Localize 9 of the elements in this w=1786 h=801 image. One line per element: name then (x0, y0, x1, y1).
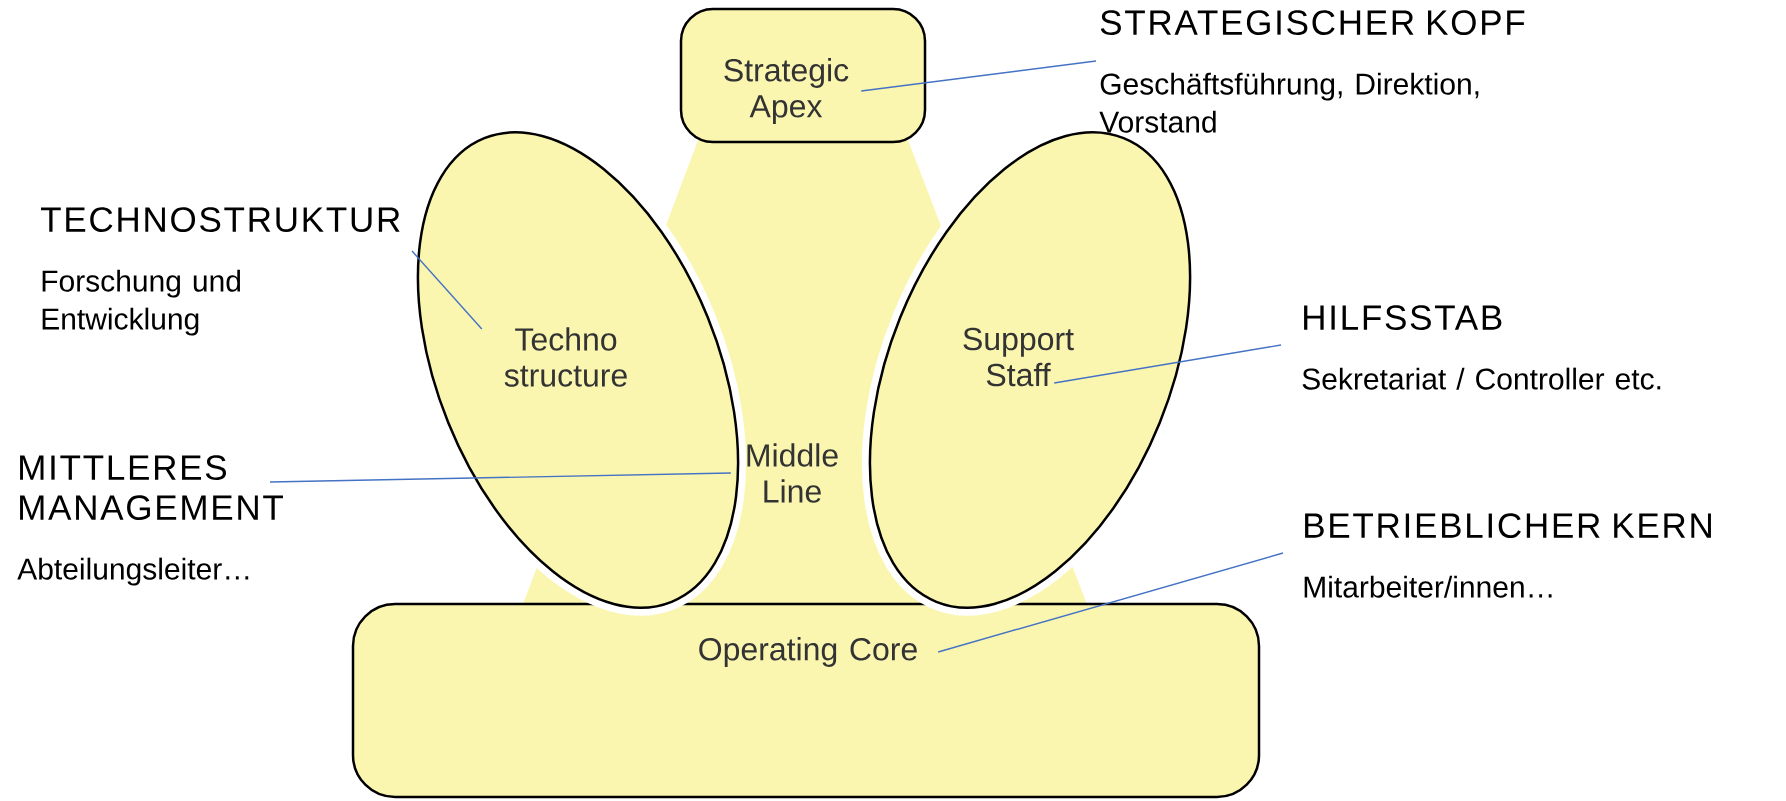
annotation-text: MITTLERES MANAGEMENT Abteilungsleiter… (17, 455, 283, 586)
leader-line (1053, 344, 1282, 384)
leader-line (860, 60, 1097, 92)
annotation-text: TECHNOSTRUKTUR Forschung und Entwicklung (41, 207, 400, 336)
annotation-text: STRATEGISCHER KOPF Geschäftsführung, Direktion, Vorstand (1099, 10, 1525, 133)
leader-line (937, 552, 1284, 653)
shape-label: Middle Line (747, 443, 838, 503)
annotation-text: BETRIEBLICHER KERN Mitarbeiter/innen… (1304, 513, 1711, 598)
annotation-text: HILFSSTAB Sekretariat / Controller etc. (1302, 305, 1661, 390)
